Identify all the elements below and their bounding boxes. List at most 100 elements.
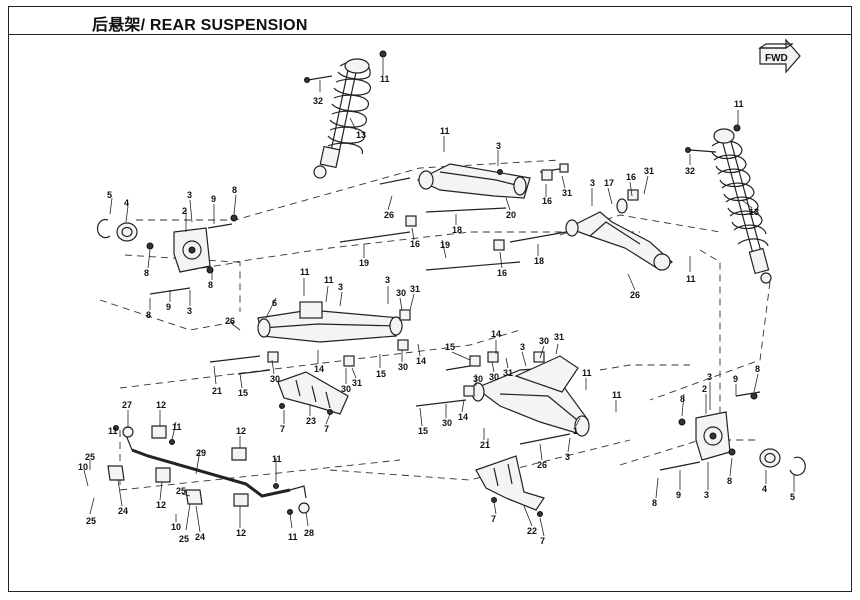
left-skid-plate [277,371,349,415]
part-label-3: 3 [590,178,595,188]
part-label-16: 16 [410,239,420,249]
part-label-31: 31 [352,378,362,388]
lower-left-a-arm [257,301,403,343]
part-label-14: 14 [416,356,426,366]
part-label-25: 25 [179,534,189,544]
part-label-8: 8 [652,498,657,508]
title-bar: 后悬架/ REAR SUSPENSION [8,6,852,35]
part-label-31: 31 [554,332,564,342]
part-label-25: 25 [85,452,95,462]
part-label-22: 22 [527,526,537,536]
part-label-26: 26 [225,316,235,326]
part-label-9: 9 [676,490,681,500]
part-label-11: 11 [440,126,450,136]
part-label-13: 13 [749,207,759,217]
stabilizer-bar [107,425,310,515]
part-label-15: 15 [376,369,386,379]
part-label-8: 8 [144,268,149,278]
part-label-7: 7 [324,424,329,434]
part-label-4: 4 [762,484,767,494]
part-label-12: 12 [156,400,166,410]
part-label-11: 11 [108,426,118,436]
part-label-16: 16 [497,268,507,278]
part-label-15: 15 [445,342,455,352]
part-label-31: 31 [562,188,572,198]
part-label-14: 14 [314,364,324,374]
part-label-25: 25 [176,486,186,496]
part-label-9: 9 [733,374,738,384]
part-label-25: 25 [86,516,96,526]
part-label-30: 30 [341,384,351,394]
part-label-29: 29 [196,448,206,458]
part-label-20: 20 [506,210,516,220]
part-label-8: 8 [680,394,685,404]
part-label-27: 27 [122,400,132,410]
left-shock-absorber [304,50,387,179]
page-title: 后悬架/ REAR SUSPENSION [92,17,308,34]
part-label-9: 9 [166,302,171,312]
part-label-26: 26 [384,210,394,220]
part-label-11: 11 [582,368,592,378]
part-label-3: 3 [496,141,501,151]
part-label-15: 15 [238,388,248,398]
part-label-30: 30 [398,362,408,372]
part-label-17: 17 [604,178,614,188]
part-label-12: 12 [156,500,166,510]
part-label-3: 3 [520,342,525,352]
part-label-2: 2 [182,206,187,216]
part-label-21: 21 [212,386,222,396]
part-label-19: 19 [440,240,450,250]
part-label-26: 26 [630,290,640,300]
part-label-18: 18 [452,225,462,235]
part-label-11: 11 [686,274,696,284]
fwd-arrow: FWD [758,38,801,74]
part-label-7: 7 [540,536,545,546]
part-label-24: 24 [195,532,205,542]
part-label-9: 9 [211,194,216,204]
part-label-8: 8 [755,364,760,374]
part-label-12: 12 [236,528,246,538]
part-label-8: 8 [208,280,213,290]
part-label-30: 30 [489,372,499,382]
part-label-3: 3 [187,306,192,316]
part-label-8: 8 [232,185,237,195]
part-label-30: 30 [473,374,483,384]
part-label-28: 28 [304,528,314,538]
upper-center-a-arm [416,163,531,199]
part-label-3: 3 [338,282,343,292]
part-label-11: 11 [288,532,298,542]
shafts [149,167,761,471]
part-label-31: 31 [644,166,654,176]
part-label-13: 13 [356,130,366,140]
part-label-10: 10 [78,462,88,472]
part-label-11: 11 [612,390,622,400]
drawing-frame [8,6,852,592]
part-number-labels: 32 11 13 11 3 26 20 31 16 16 18 19 19 16… [78,74,795,546]
part-label-3: 3 [385,275,390,285]
part-label-30: 30 [442,418,452,428]
upper-right-a-arm [565,198,673,271]
part-label-7: 7 [280,424,285,434]
bushings [267,163,639,397]
part-label-31: 31 [503,368,513,378]
part-label-26: 26 [537,460,547,470]
part-label-21: 21 [480,440,490,450]
part-label-11: 11 [272,454,282,464]
part-label-3: 3 [707,372,712,382]
part-label-2: 2 [702,384,707,394]
part-label-11: 11 [300,267,310,277]
part-label-18: 18 [534,256,544,266]
part-label-32: 32 [685,166,695,176]
part-label-11: 11 [172,422,182,432]
part-label-3: 3 [187,190,192,200]
part-label-30: 30 [539,336,549,346]
right-shock-absorber [685,124,772,284]
part-label-1: 1 [573,426,578,436]
part-label-10: 10 [171,522,181,532]
part-label-16: 16 [542,196,552,206]
part-label-31: 31 [410,284,420,294]
part-label-23: 23 [306,416,316,426]
part-label-3: 3 [565,452,570,462]
part-label-8: 8 [727,476,732,486]
